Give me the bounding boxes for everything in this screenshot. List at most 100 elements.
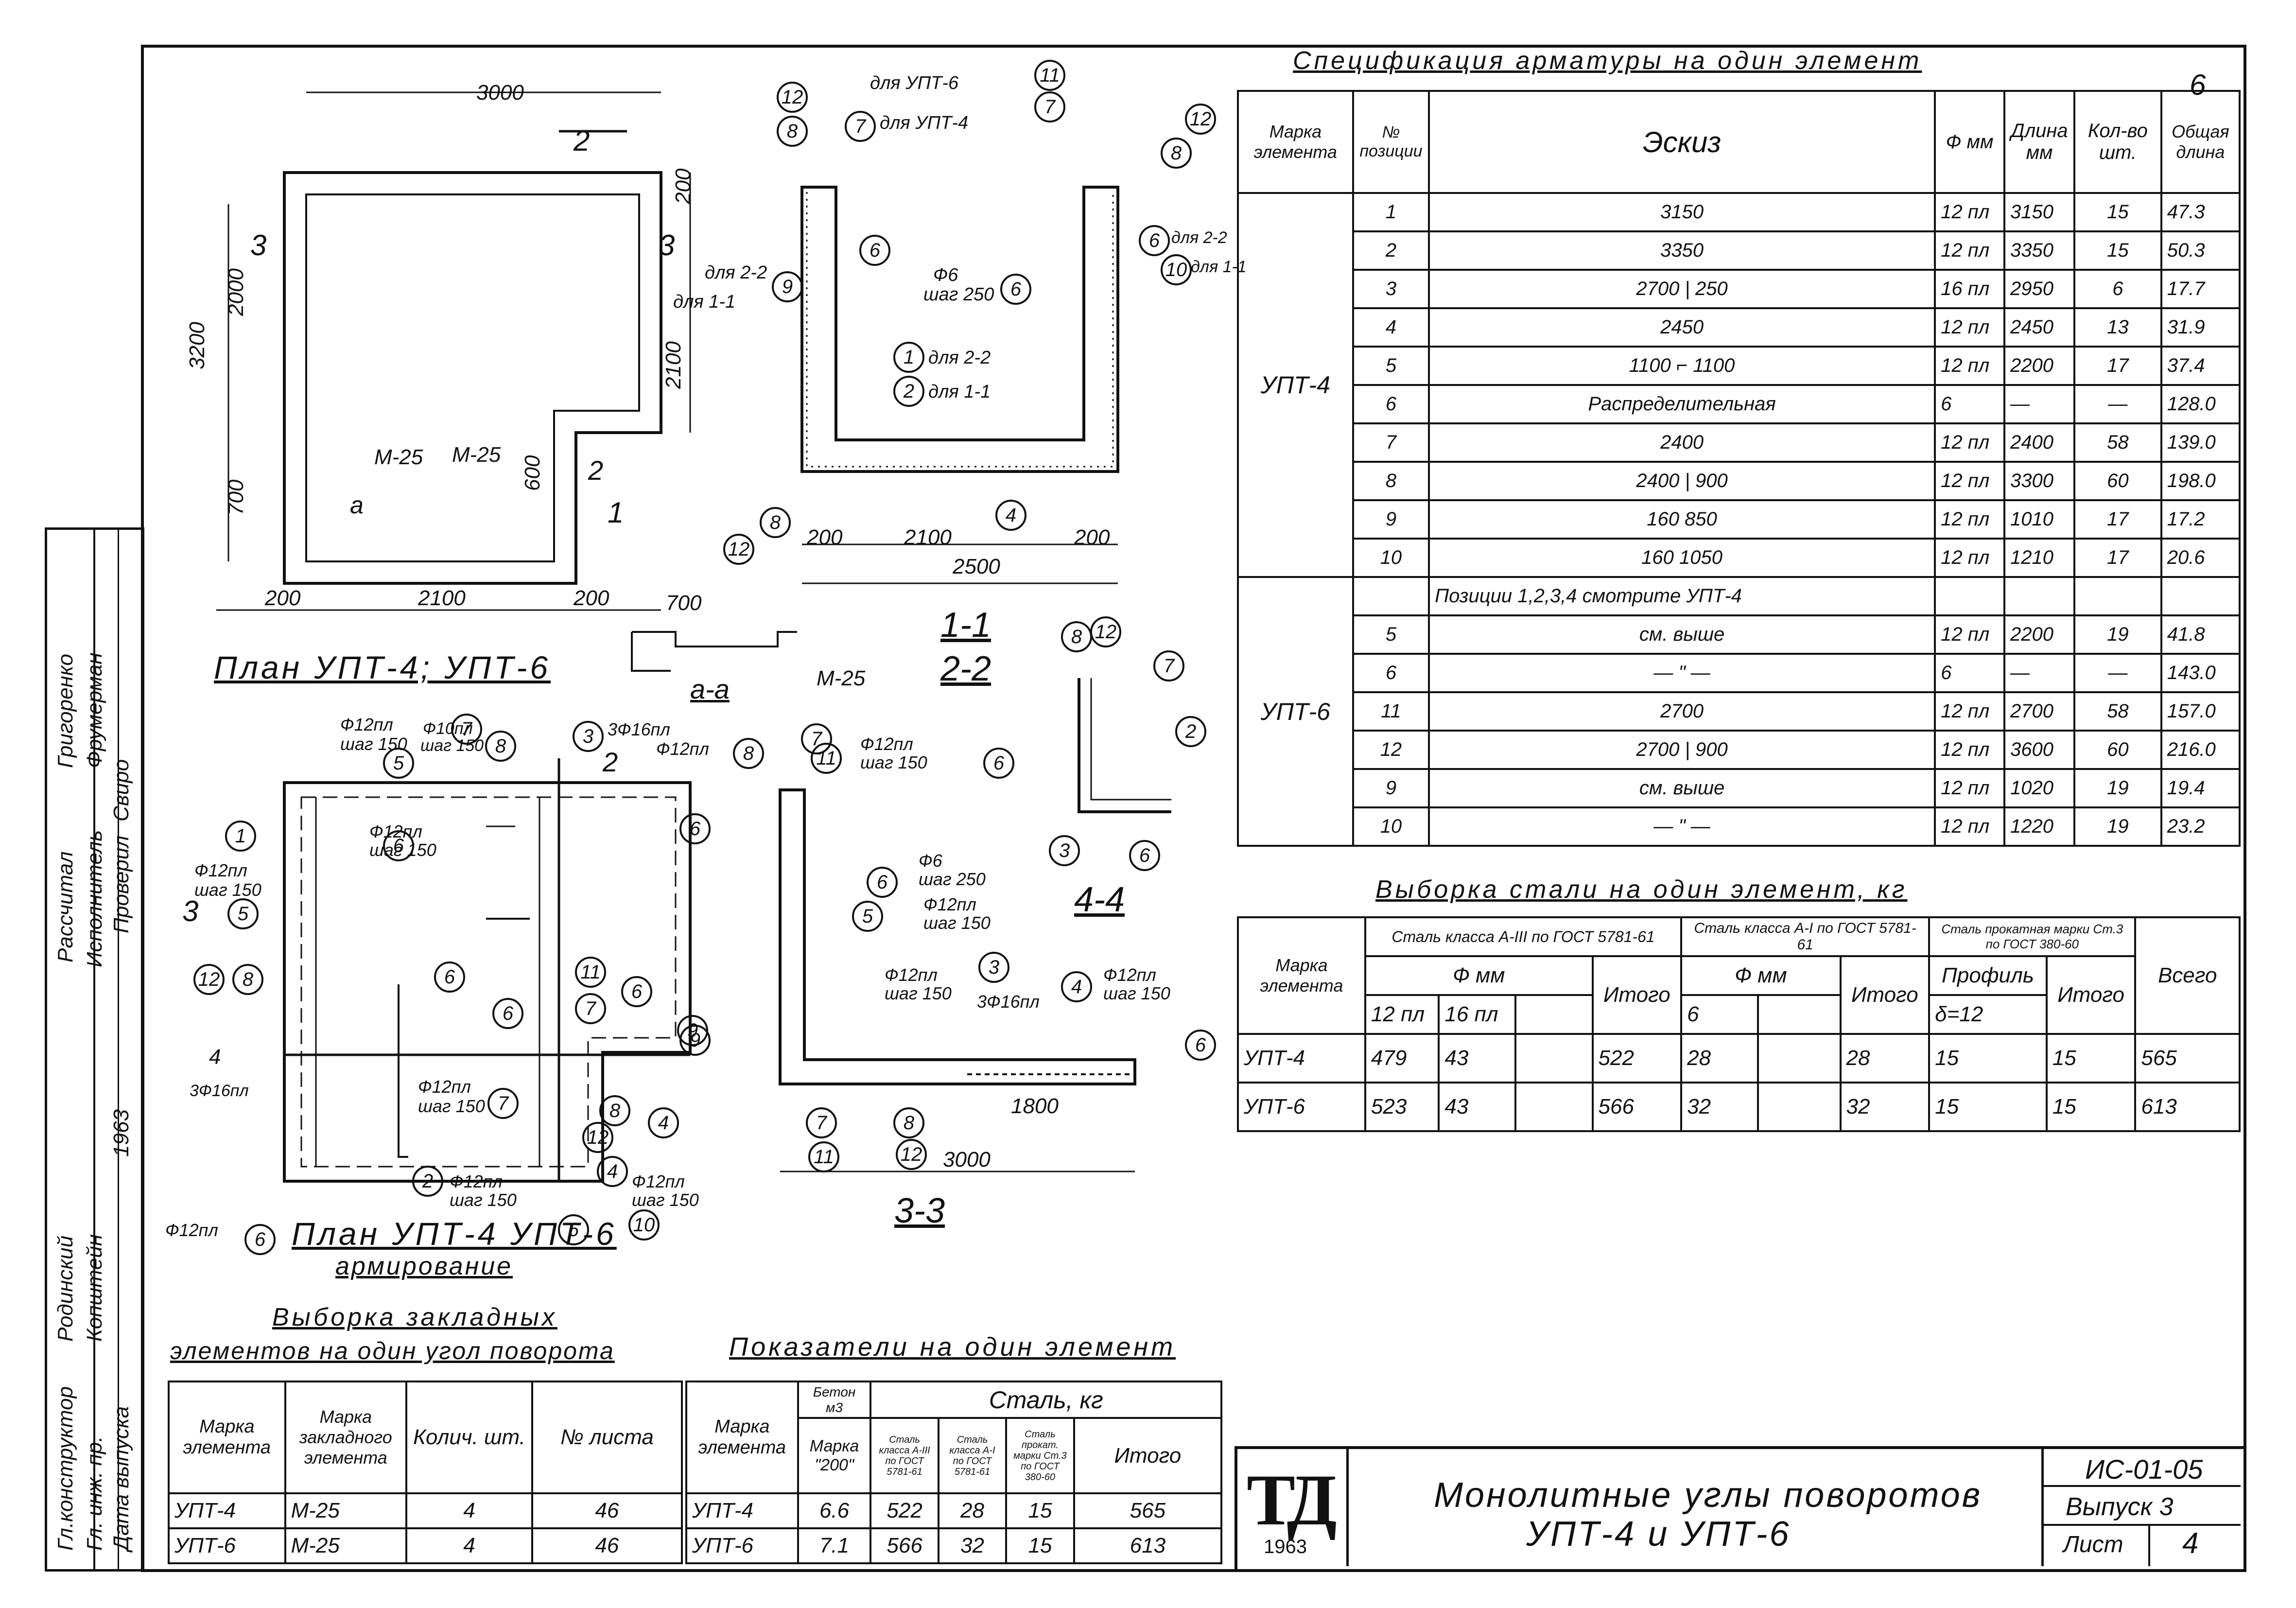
spec-cell-sketch: 2700 (1428, 691, 1936, 732)
steel-r1-c: 28 (1680, 1033, 1759, 1084)
steel-sub-12: 12 пл (1364, 994, 1440, 1035)
svg-text:12: 12 (587, 1127, 609, 1148)
spec-cell-total: 41.8 (2160, 614, 2241, 655)
spec-cell-sketch: 2700 | 900 (1428, 730, 1936, 770)
svg-text:12: 12 (198, 969, 220, 990)
ind-r1-beton: 6.6 (797, 1492, 872, 1529)
section-11-caption: 1-1 (940, 606, 991, 645)
svg-text:7: 7 (855, 116, 867, 137)
steel-h-total2: Итого (1839, 955, 1931, 1035)
spec-cell-pos: 10 (1352, 806, 1430, 847)
svg-text:7: 7 (585, 998, 597, 1019)
section-33-s150c: шаг 150 (885, 983, 952, 1003)
spec-cell-sketch: 3150 (1428, 192, 1936, 232)
section-11-d6: Ф6 (933, 265, 958, 285)
plan-arm-d12a: Ф12пл (340, 715, 393, 734)
steel-r1-all: 565 (2134, 1033, 2241, 1084)
svg-text:3: 3 (989, 957, 999, 978)
plan-arm-subcaption: армирование (335, 1252, 513, 1280)
svg-text:2500: 2500 (952, 555, 1000, 578)
plan-arm-s150e: шаг 150 (418, 1096, 485, 1116)
plan-arm-d12h: Ф12пл (165, 1220, 218, 1240)
emb-r1-sheet: 46 (531, 1492, 683, 1529)
spec-cell-total: 17.7 (2160, 269, 2241, 309)
section-11-for22: для 2-2 (928, 348, 991, 368)
svg-text:6: 6 (393, 835, 404, 856)
emb-r2-emb: М-25 (284, 1527, 408, 1564)
svg-text:700: 700 (224, 479, 248, 515)
spec-cell-len: 2450 (2003, 307, 2076, 348)
plan-top-for22: для 2-2 (705, 262, 767, 283)
spec-cell-mark: УПТ-6 (1237, 576, 1354, 847)
emb-r2-sheet: 46 (531, 1527, 683, 1564)
svg-text:11: 11 (1040, 65, 1060, 86)
svg-text:6: 6 (993, 752, 1005, 774)
spec-cell-sketch: 160 1050 (1428, 538, 1936, 578)
steel-r2-b: 43 (1438, 1082, 1517, 1132)
doc-code: ИС-01-05 (2085, 1454, 2203, 1485)
spec-cell-total: 31.9 (2160, 307, 2241, 348)
svg-text:5: 5 (393, 752, 404, 774)
spec-cell-d: 12 пл (1934, 422, 2005, 463)
spec-cell-sketch: 1100 ⌐ 1100 (1428, 346, 1936, 386)
section-33-d12c: Ф12пл (885, 965, 938, 985)
spec-h-len: Длина мм (2003, 90, 2076, 194)
spec-cell-sketch: — " — (1428, 653, 1936, 693)
steel-sub-16: 16 пл (1438, 994, 1517, 1035)
svg-text:6: 6 (1139, 845, 1150, 866)
spec-cell-qty: 60 (2073, 461, 2162, 501)
sheet-no: 4 (2182, 1527, 2199, 1559)
steel-r1-a: 479 (1364, 1033, 1440, 1084)
plan-top-for11: для 1-1 (673, 292, 736, 312)
logo: ТД (1247, 1460, 1337, 1540)
section-33-outline (779, 788, 1136, 1085)
svg-text:700: 700 (666, 591, 702, 615)
spec-cell-total: 216.0 (2160, 730, 2241, 770)
spec-cell-d: 16 пл (1934, 269, 2005, 309)
svg-text:8: 8 (609, 1100, 621, 1121)
spec-cell-sketch: см. выше (1428, 768, 1936, 808)
spec-cell-total: 47.3 (2160, 192, 2241, 232)
svg-text:7: 7 (498, 1093, 509, 1114)
emb-h-emb: Марка закладного элемента (284, 1381, 408, 1494)
ind-r1-mark: УПТ-4 (685, 1492, 799, 1529)
spec-cell-qty: 17 (2073, 538, 2162, 578)
spec-cell-total (2160, 576, 2241, 616)
section-33-d12d: Ф12пл (1103, 965, 1156, 985)
svg-text:6: 6 (1010, 279, 1022, 300)
ind-r2-s3: 15 (1005, 1527, 1075, 1564)
svg-text:9: 9 (690, 1030, 700, 1051)
spec-h-qty: Кол-во шт. (2073, 90, 2162, 194)
svg-text:3000: 3000 (943, 1148, 991, 1171)
spec-cell-pos: 2 (1352, 230, 1430, 271)
spec-cell-len: — (2003, 384, 2076, 424)
plan-arm-s150c: шаг 150 (194, 880, 261, 900)
spec-cell-total: 17.2 (2160, 499, 2241, 540)
spec-cell-pos: 7 (1352, 422, 1430, 463)
svg-text:9: 9 (782, 276, 793, 297)
spec-cell-pos: 5 (1352, 346, 1430, 386)
spec-cell-total: 20.6 (2160, 538, 2241, 578)
emb-r1-mark: УПТ-4 (168, 1492, 286, 1529)
plan-top-dim-top: 3000 (476, 81, 524, 105)
spec-cell-sketch: см. выше (1428, 614, 1936, 655)
steel-title: Выборка стали на один элемент, кг (1375, 875, 1908, 904)
spec-cell-total: 23.2 (2160, 806, 2241, 847)
svg-text:2: 2 (573, 124, 590, 157)
spec-row: 6— " —6——143.0 (1238, 653, 2241, 693)
sheet-title-line1: Монолитные углы поворотов (1434, 1476, 1983, 1515)
plan-arm-d12e: Ф12пл (418, 1077, 471, 1097)
svg-text:200: 200 (806, 525, 843, 549)
logo-year: 1963 (1264, 1536, 1307, 1557)
svg-text:200: 200 (573, 586, 609, 610)
spec-cell-d: 12 пл (1934, 307, 2005, 348)
ind-r2-total: 613 (1073, 1527, 1223, 1564)
svg-text:8: 8 (787, 121, 798, 142)
